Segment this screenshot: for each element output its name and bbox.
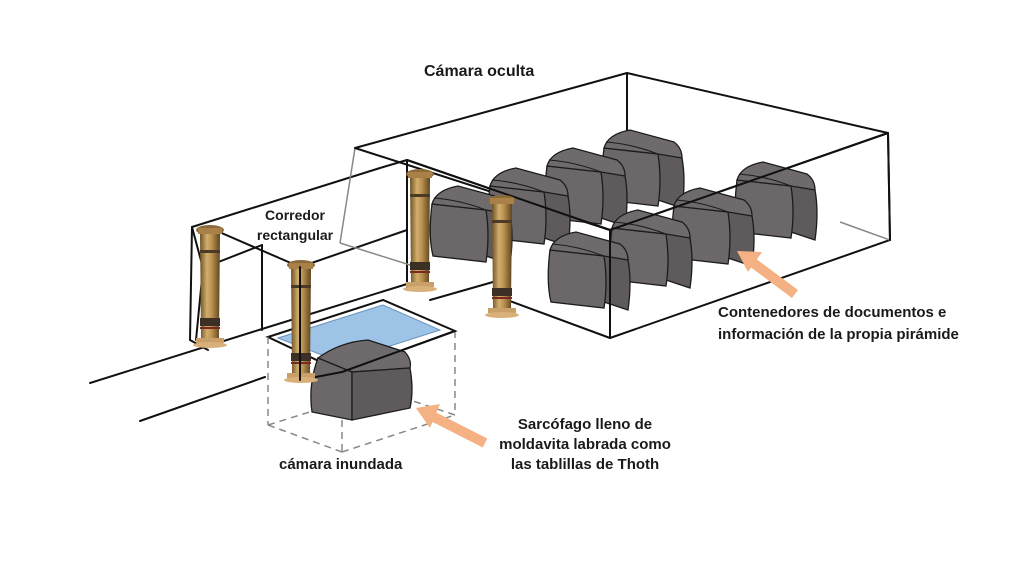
sarcophagus-label-line1: Sarcófago lleno de [517,416,653,433]
corridor-label-line1: Corredor [265,207,325,223]
sarcophagus [310,339,413,421]
corridor-label-line2: rectangular [256,227,334,243]
corridor-outline [89,159,408,422]
flooded-chamber [265,298,458,453]
sarcophagus-label: Sarcófago lleno de moldavita labrada com… [480,415,690,475]
water-pool-icon [276,304,442,363]
flooded-chamber-label: cámara inundada [279,456,403,473]
hidden-chamber-label: Cámara oculta [424,63,535,80]
egyptian-column-icon [193,225,227,348]
sarcophagus-label-line2: moldavita labrada como [499,436,671,453]
stone-container-icon [547,231,631,311]
containers-label-line1: Contenedores de documentos e [718,304,947,321]
containers-label: Contenedores de documentos e información… [718,302,959,346]
arrow-icon [737,251,798,299]
sarcophagus-label-line3: las tablillas de Thoth [510,456,660,473]
containers-label-line2: información de la propia pirámide [718,326,959,343]
arrow-icon [416,404,488,448]
hidden-chamber-front-edges [406,132,891,339]
corridor-label: Corredor rectangular [250,205,340,245]
